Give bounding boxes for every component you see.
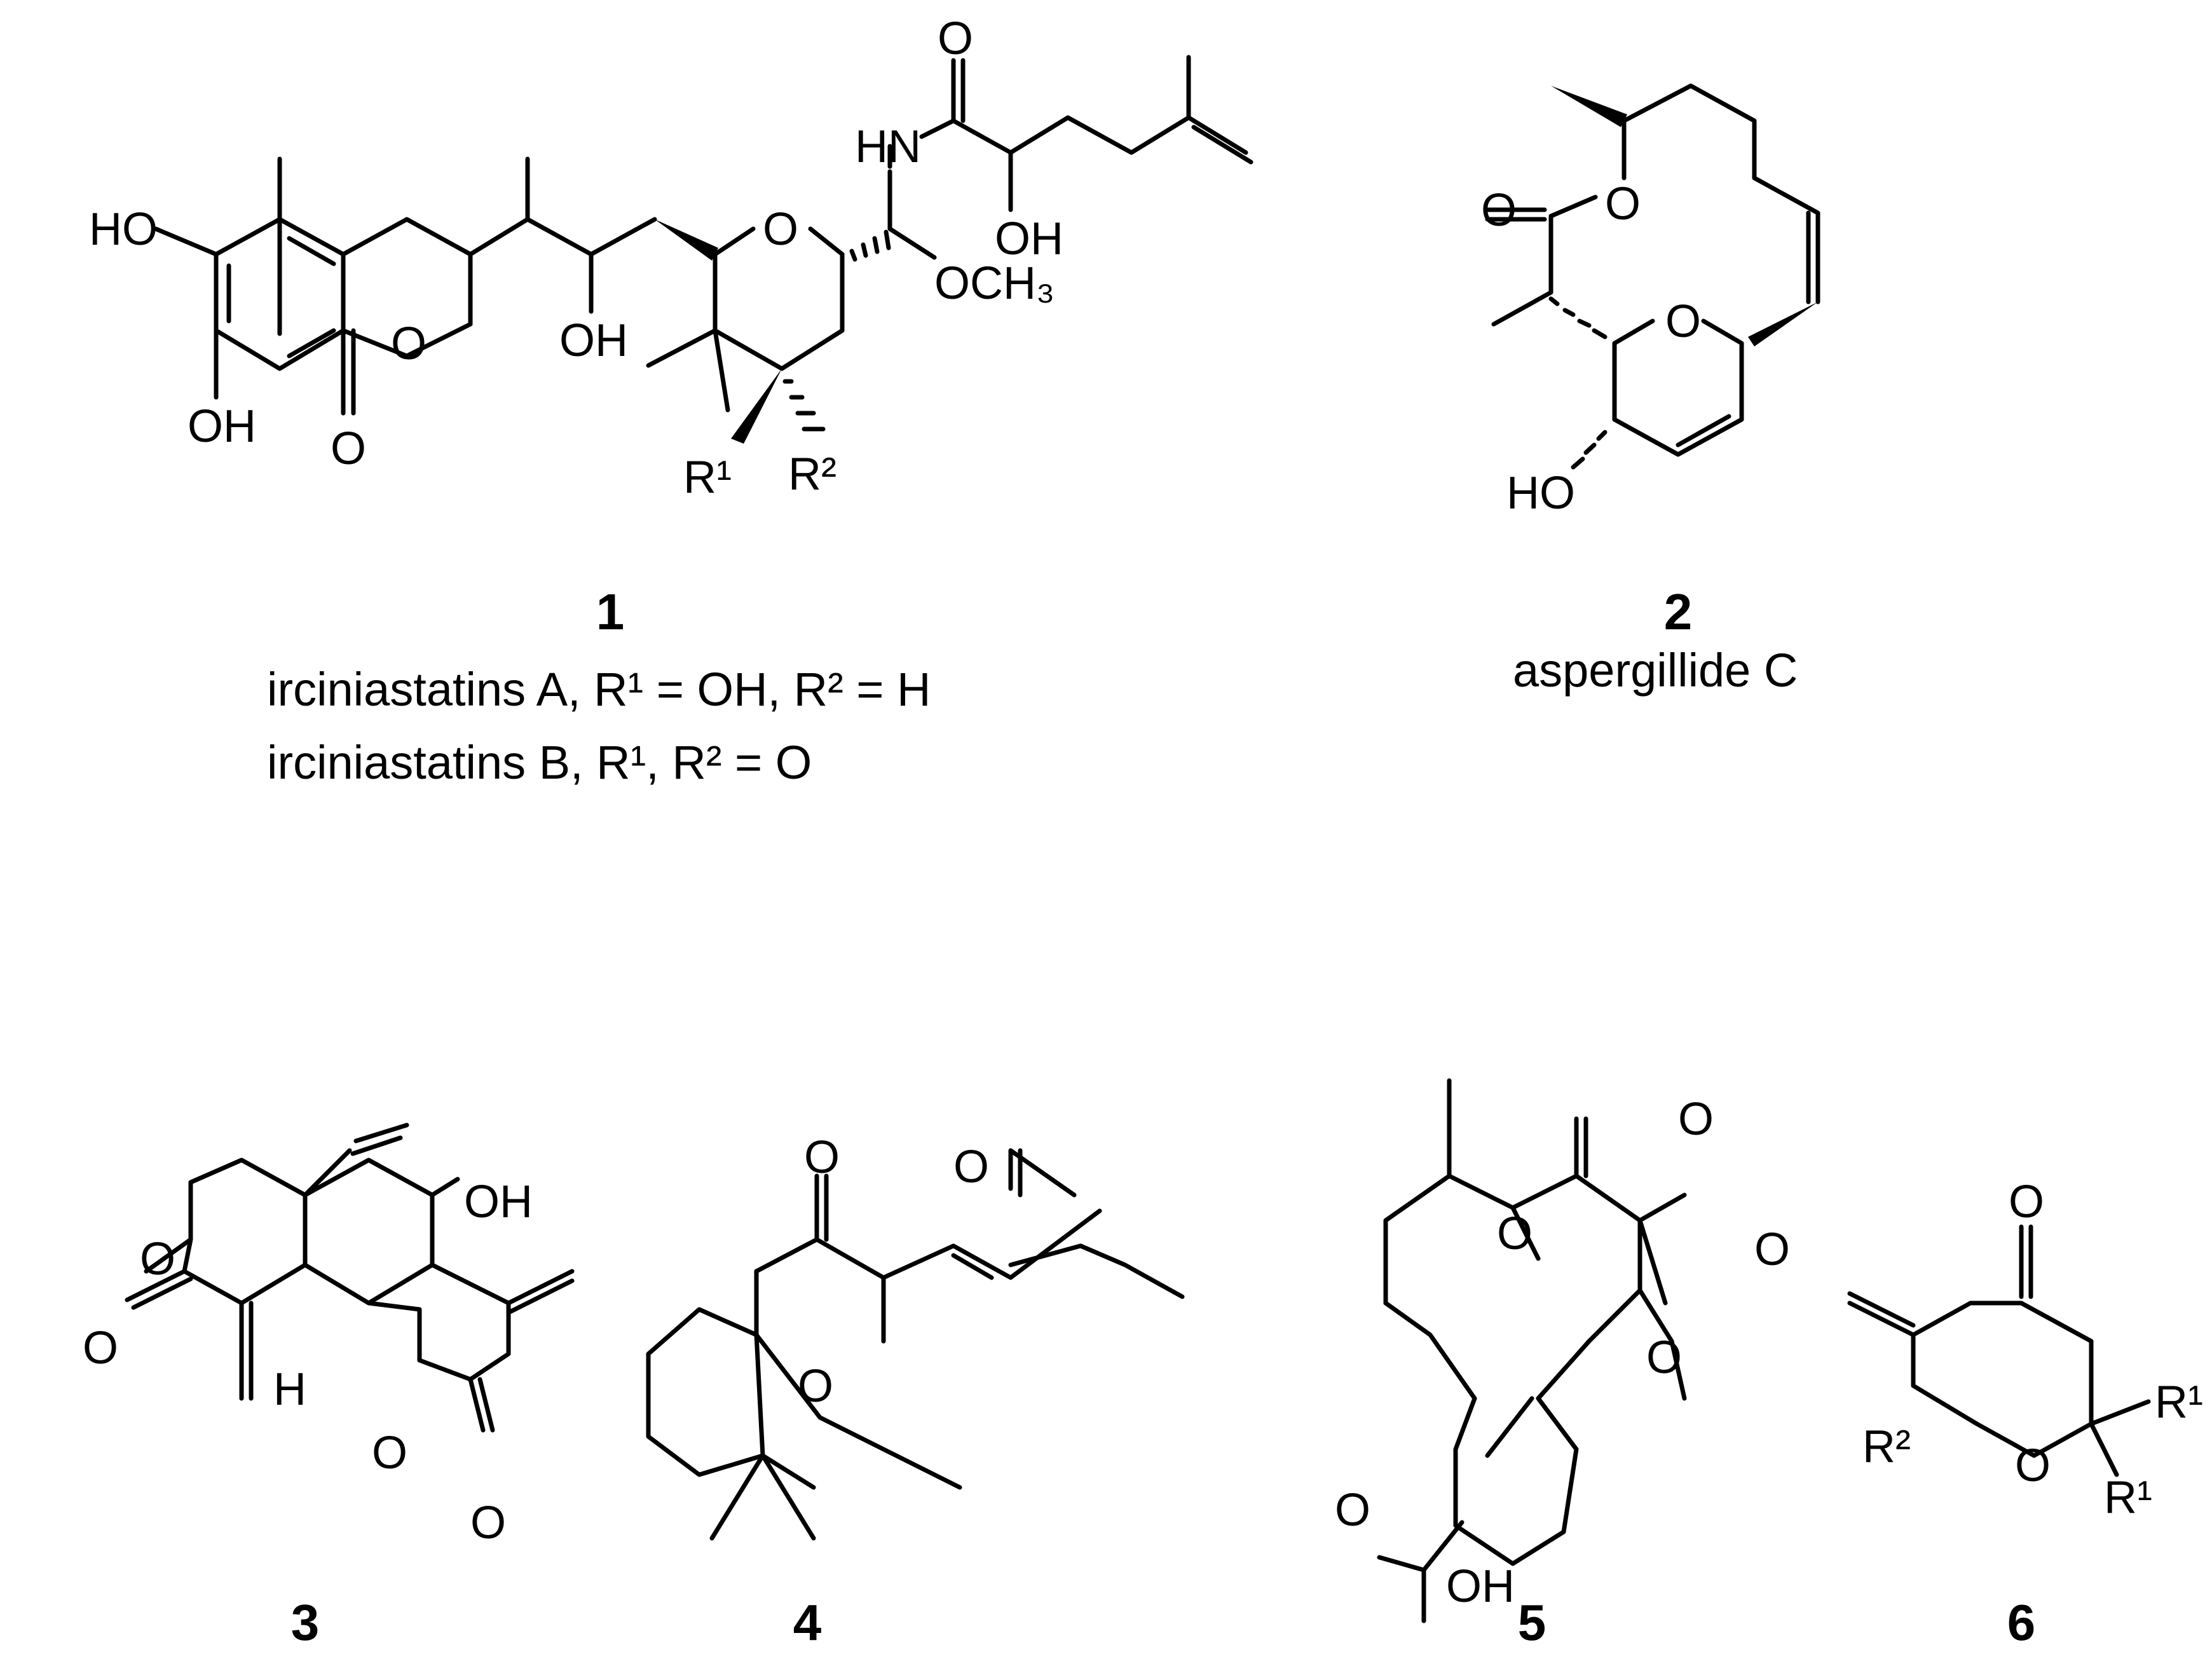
compound-number-1: 1 xyxy=(596,584,625,640)
compound-number-5: 5 xyxy=(1518,1594,1546,1651)
atom-oh-mid: OH xyxy=(559,315,628,366)
atom-o-lactone-c: O xyxy=(1754,1224,1790,1275)
atom-o-ring: O xyxy=(391,318,427,369)
atom-hn: HN xyxy=(855,121,921,172)
atom-r1-bottom: R¹ xyxy=(2104,1472,2152,1523)
atom-r2: R² xyxy=(1862,1421,1911,1472)
atom-r1: R¹ xyxy=(683,452,732,503)
compound-2: O O O HO 2 aspergillide C xyxy=(1481,83,1820,697)
atom-o-amide: O xyxy=(938,13,973,64)
atom-o-lactone: O xyxy=(372,1428,407,1478)
atom-o-bridge: O xyxy=(798,1361,833,1412)
atom-o-side: O xyxy=(953,1142,989,1192)
atom-oh: OH xyxy=(1446,1561,1515,1612)
atom-o-ring: O xyxy=(2015,1440,2051,1491)
atom-o-ketone: O xyxy=(2009,1177,2044,1227)
compound-number-6: 6 xyxy=(2007,1594,2036,1651)
atom-o-pyran: O xyxy=(763,204,798,255)
atom-oh: OH xyxy=(464,1177,533,1227)
atom-oh-side: OH xyxy=(995,214,1063,264)
compound-number-4: 4 xyxy=(793,1594,822,1651)
caption-1-line-1: irciniastatins A, R¹ = OH, R² = H xyxy=(267,663,931,716)
atom-o-ring: O xyxy=(1497,1208,1533,1259)
atom-o-acid: O xyxy=(1335,1485,1370,1536)
atom-oh-bottom: OH xyxy=(188,401,256,452)
atom-o-carbonyl1: O xyxy=(83,1323,118,1374)
atom-o-ketone: O xyxy=(804,1132,840,1183)
atom-r2: R² xyxy=(788,449,836,500)
compound-1: HO OH O O OH O HN O OH OCH₃ R¹ R² 1 irci… xyxy=(89,13,1253,789)
caption-2-line-1: aspergillide C xyxy=(1513,644,1798,697)
atom-ho: HO xyxy=(89,204,158,255)
atom-ho: HO xyxy=(1506,468,1575,519)
atom-och3: OCH₃ xyxy=(934,258,1055,309)
atom-o-carbonyl: O xyxy=(1481,185,1517,236)
compound-number-3: 3 xyxy=(291,1594,320,1651)
atom-o-lactone: O xyxy=(1646,1332,1682,1383)
atom-o-ring1: O xyxy=(140,1234,175,1285)
caption-1-line-2: irciniastatins B, R¹, R² = O xyxy=(267,736,812,789)
compound-3: O O H OH O O 3 xyxy=(83,1123,575,1651)
compound-4: O O O 4 xyxy=(646,1132,1185,1651)
compound-number-2: 2 xyxy=(1664,584,1693,640)
compound-5: O O O O O OH 5 xyxy=(1335,1078,1790,1651)
atom-o-ring: O xyxy=(1665,296,1701,347)
atom-o-ester: O xyxy=(1605,179,1641,229)
atom-h: H xyxy=(273,1364,306,1415)
atom-o-ketone: O xyxy=(1678,1094,1714,1145)
atom-r1-top: R¹ xyxy=(2155,1377,2203,1428)
atom-o-carbonyl: O xyxy=(331,423,366,474)
compound-6: O O R¹ R¹ R² 6 xyxy=(1847,1177,2203,1651)
atom-o-carbonyl2: O xyxy=(470,1498,506,1548)
